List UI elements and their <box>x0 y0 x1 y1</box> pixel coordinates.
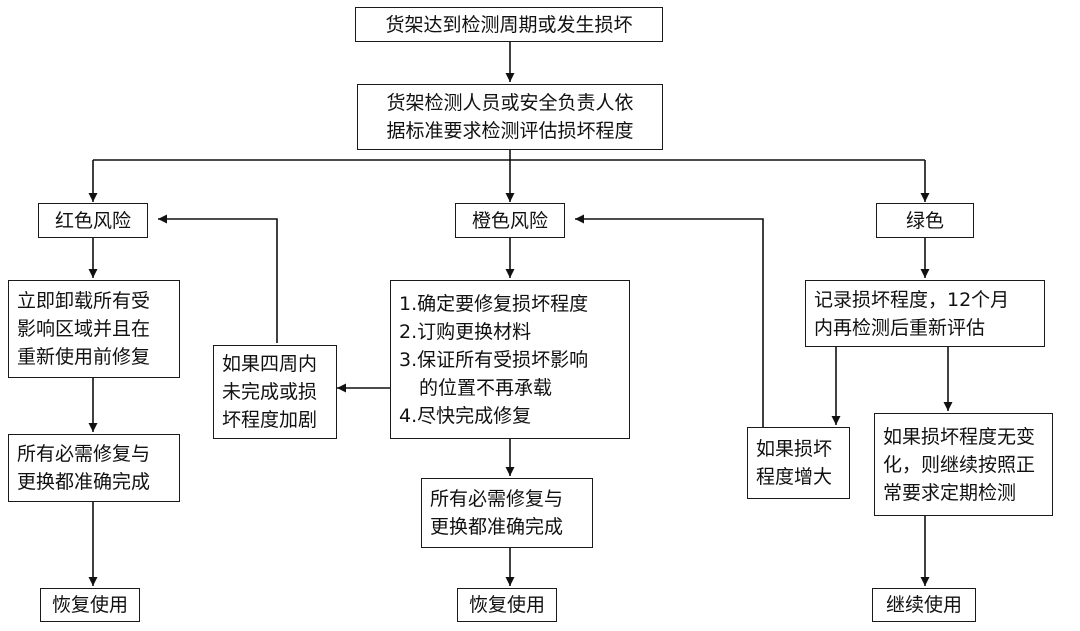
node-text-line: 1.确定要修复损坏程度 <box>399 292 589 315</box>
node-text-line: 货架检测人员或安全负责人依 <box>386 92 634 114</box>
node-text-line: 重新使用前修复 <box>17 346 151 368</box>
node-text-line: 所有必需修复与 <box>430 488 564 510</box>
node-text-line: 货架达到检测周期或发生损坏 <box>385 13 633 36</box>
node-assess: 货架检测人员或安全负责人依据标准要求检测评估损坏程度 <box>357 84 663 150</box>
node-green-escalate: 如果损坏程度增大 <box>747 427 850 499</box>
node-text-line: 红色风险 <box>54 209 131 232</box>
arrow-escalate-to-red <box>158 214 278 343</box>
node-green-nochange: 如果损坏程度无变化，则继续按照正常要求定期检测 <box>874 413 1053 516</box>
node-orange-resume: 恢复使用 <box>457 588 557 622</box>
node-trigger: 货架达到检测周期或发生损坏 <box>355 7 663 42</box>
arrow-green-escalate-to-orange <box>575 214 764 432</box>
node-text-line: 更换都准确完成 <box>430 516 564 538</box>
node-text-line: 恢复使用 <box>468 594 545 616</box>
node-text-line: 的位置不再承载 <box>419 376 553 399</box>
node-text-line: 2.订购更换材料 <box>399 320 532 343</box>
node-text-line: 未完成或损 <box>222 381 318 403</box>
node-text-line: 程度增大 <box>756 466 833 488</box>
node-green-continue: 继续使用 <box>872 588 976 622</box>
node-green: 绿色 <box>876 203 974 238</box>
node-red-escalate: 如果四周内未完成或损坏程度加剧 <box>213 345 337 439</box>
node-text-line: 内再检测后重新评估 <box>814 316 986 339</box>
node-green-record: 记录损坏程度，12个月内再检测后重新评估 <box>805 280 1045 347</box>
node-text-line: 如果损坏程度无变 <box>883 425 1036 448</box>
node-text-line: 据标准要求检测评估损坏程度 <box>386 120 634 142</box>
node-text-line: 影响区域并且在 <box>17 318 151 340</box>
node-text-line: 橙色风险 <box>471 209 548 232</box>
node-text-line: 坏程度加剧 <box>222 409 318 431</box>
node-text-line: 化，则继续按照正 <box>883 453 1036 476</box>
node-red-done: 所有必需修复与更换都准确完成 <box>8 434 180 502</box>
node-text-line: 4.尽快完成修复 <box>399 404 532 427</box>
node-text-line: 3.保证所有受损坏影响 <box>399 348 589 371</box>
node-text-line: 恢复使用 <box>51 594 128 616</box>
node-red-risk: 红色风险 <box>38 203 148 238</box>
node-orange-actions: 1.确定要修复损坏程度 2.订购更换材料 3.保证所有受损坏影响的位置不再承载 4.尽… <box>390 280 630 439</box>
node-orange-risk: 橙色风险 <box>455 203 565 238</box>
node-text-line: 如果四周内 <box>222 353 318 375</box>
node-text-line: 绿色 <box>905 209 944 232</box>
node-text-line: 常要求定期检测 <box>883 481 1017 504</box>
node-text-line: 如果损坏 <box>756 438 833 460</box>
node-text-line: 记录损坏程度，12个月 <box>814 288 1010 311</box>
node-text-line: 更换都准确完成 <box>17 471 151 493</box>
node-text-line: 继续使用 <box>885 594 962 616</box>
node-red-action: 立即卸载所有受影响区域并且在重新使用前修复 <box>8 280 180 378</box>
node-text-line: 立即卸载所有受 <box>17 290 151 312</box>
node-text-line: 所有必需修复与 <box>17 443 151 465</box>
node-orange-done: 所有必需修复与更换都准确完成 <box>421 478 593 548</box>
node-red-resume: 恢复使用 <box>40 588 140 622</box>
